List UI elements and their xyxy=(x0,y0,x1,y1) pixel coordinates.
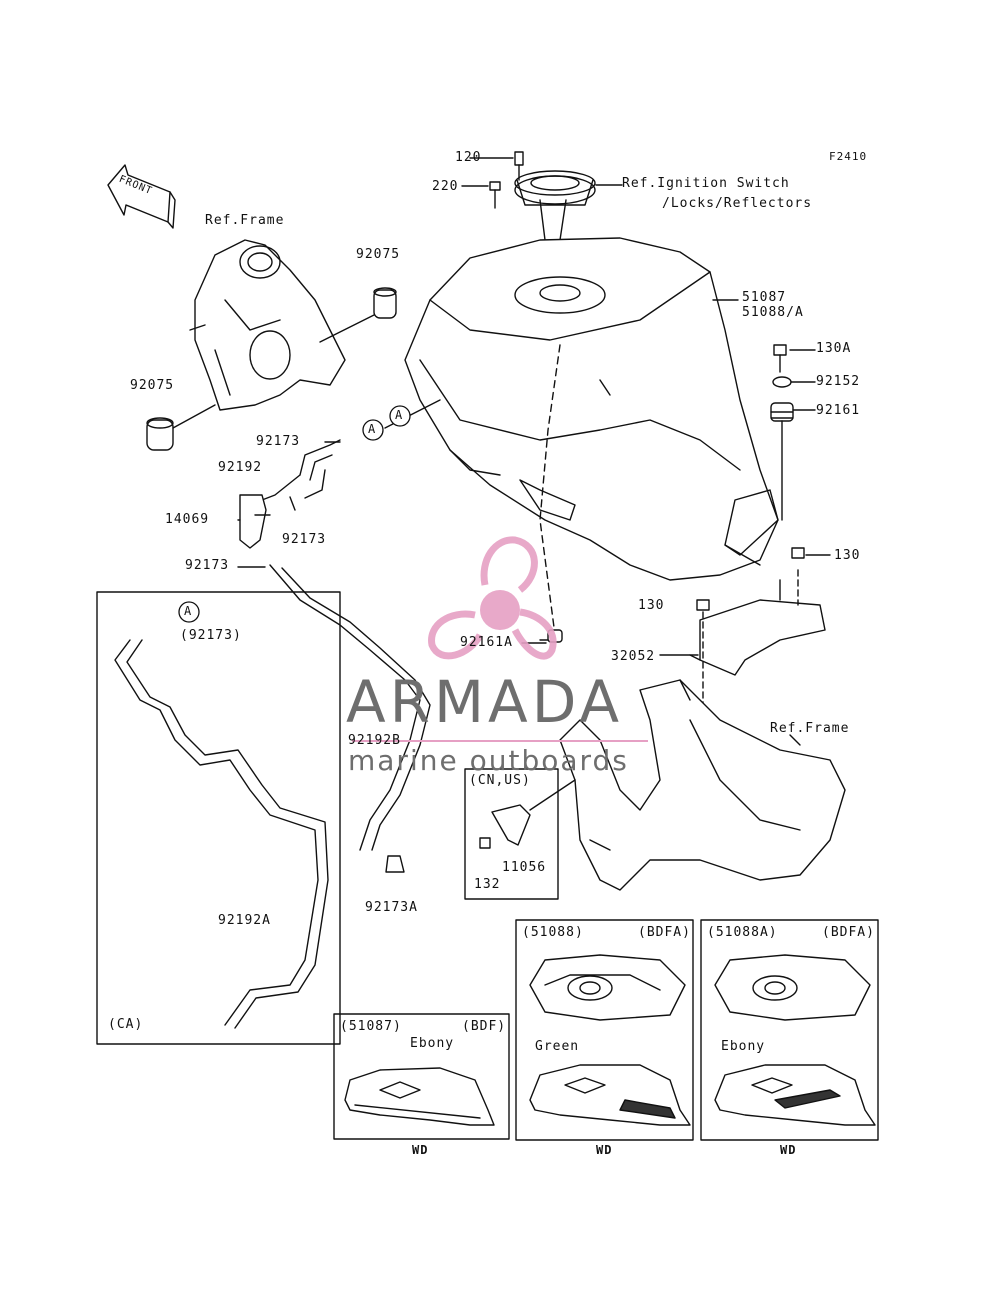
label-ref-ignition-2: /Locks/Reflectors xyxy=(662,196,813,211)
label-92075-lower: 92075 xyxy=(130,378,175,393)
bolt-132 xyxy=(479,837,491,849)
label-92161: 92161 xyxy=(816,403,861,418)
label-92173-3: 92173 xyxy=(185,558,230,573)
marker-a-label-3: A xyxy=(184,604,192,618)
variant-box-1 xyxy=(333,1013,510,1140)
tank-variant-1-drawing xyxy=(344,1067,495,1126)
washer-92152 xyxy=(772,376,816,388)
label-cnus: (CN,US) xyxy=(469,773,531,788)
variant-2-region: WD xyxy=(596,1143,613,1157)
label-92075-upper: 92075 xyxy=(356,247,401,262)
label-120: 120 xyxy=(455,150,482,165)
frame-rear-part xyxy=(559,679,846,891)
hose-92192 xyxy=(261,439,341,501)
label-92173-1: 92173 xyxy=(256,434,301,449)
label-130a: 130A xyxy=(816,341,852,356)
watermark-tagline: marine outboards xyxy=(348,744,629,777)
marker-a-2 xyxy=(389,405,411,427)
variant-2-part: (51088) xyxy=(522,925,584,940)
variant-1-color: Ebony xyxy=(410,1036,455,1051)
label-ref-frame-top: Ref.Frame xyxy=(205,213,285,228)
label-32052: 32052 xyxy=(611,649,656,664)
bolt-220 xyxy=(489,181,501,209)
variant-1-code: (BDF) xyxy=(462,1019,507,1034)
label-51088: 51088/A xyxy=(742,305,804,320)
bolt-130a xyxy=(773,344,816,373)
bolt-120 xyxy=(514,151,524,181)
marker-a-label-2: A xyxy=(395,408,403,422)
marker-a-3 xyxy=(178,601,200,623)
label-92173-ca: (92173) xyxy=(180,628,242,643)
fitting-14069 xyxy=(239,494,271,549)
variant-1-part: (51087) xyxy=(340,1019,402,1034)
label-ref-ignition-1: Ref.Ignition Switch xyxy=(622,176,790,191)
label-51087: 51087 xyxy=(742,290,787,305)
ca-box xyxy=(96,591,341,1045)
label-92173-2: 92173 xyxy=(282,532,327,547)
rubber-92075-lower xyxy=(146,404,216,451)
label-220: 220 xyxy=(432,179,459,194)
cnus-box xyxy=(464,768,559,900)
label-92192b: 92192B xyxy=(348,733,401,748)
variant-box-3 xyxy=(700,919,879,1141)
label-92173a: 92173A xyxy=(365,900,418,915)
variant-2-code: (BDFA) xyxy=(638,925,691,940)
bolt-130-right xyxy=(791,547,831,559)
label-92161a: 92161A xyxy=(460,635,513,650)
tank-variant-3-top-drawing xyxy=(714,954,871,1021)
label-ref-frame-bottom: Ref.Frame xyxy=(770,721,850,736)
variant-box-2 xyxy=(515,919,694,1141)
tank-variant-2-top-drawing xyxy=(529,954,686,1021)
clip-11056 xyxy=(491,779,576,846)
label-ca: (CA) xyxy=(108,1017,144,1032)
variant-2-color: Green xyxy=(535,1039,580,1054)
frame-head-part xyxy=(189,239,346,411)
label-11056: 11056 xyxy=(502,860,547,875)
bolt-130-left xyxy=(696,599,710,611)
figure-code: F2410 xyxy=(829,150,868,163)
hose-92192b xyxy=(269,564,431,851)
variant-3-part: (51088A) xyxy=(707,925,778,940)
variant-1-region: WD xyxy=(412,1143,429,1157)
watermark-brand: ARMADA xyxy=(346,668,624,736)
variant-3-color: Ebony xyxy=(721,1039,766,1054)
rubber-92161 xyxy=(770,402,816,521)
label-92192: 92192 xyxy=(218,460,263,475)
hose-92192a xyxy=(114,639,329,1029)
rubber-92075-upper xyxy=(319,287,397,343)
fuel-tank-part xyxy=(404,237,779,636)
marker-a-1 xyxy=(362,419,384,441)
front-arrow-icon xyxy=(107,164,176,229)
label-92152: 92152 xyxy=(816,374,861,389)
label-132: 132 xyxy=(474,877,501,892)
clamp-92173a xyxy=(385,855,405,873)
label-14069: 14069 xyxy=(165,512,210,527)
variant-3-code: (BDFA) xyxy=(822,925,875,940)
marker-a-label-1: A xyxy=(368,422,376,436)
watermark-propeller-icon xyxy=(428,536,557,660)
bracket-32052 xyxy=(689,569,826,851)
marker-a-group xyxy=(178,405,411,623)
tank-variant-2-side-drawing xyxy=(529,1064,691,1126)
label-130-right: 130 xyxy=(834,548,861,563)
variant-3-region: WD xyxy=(780,1143,797,1157)
label-92192a: 92192A xyxy=(218,913,271,928)
label-130-left: 130 xyxy=(638,598,665,613)
tank-variant-3-side-drawing xyxy=(714,1064,876,1126)
